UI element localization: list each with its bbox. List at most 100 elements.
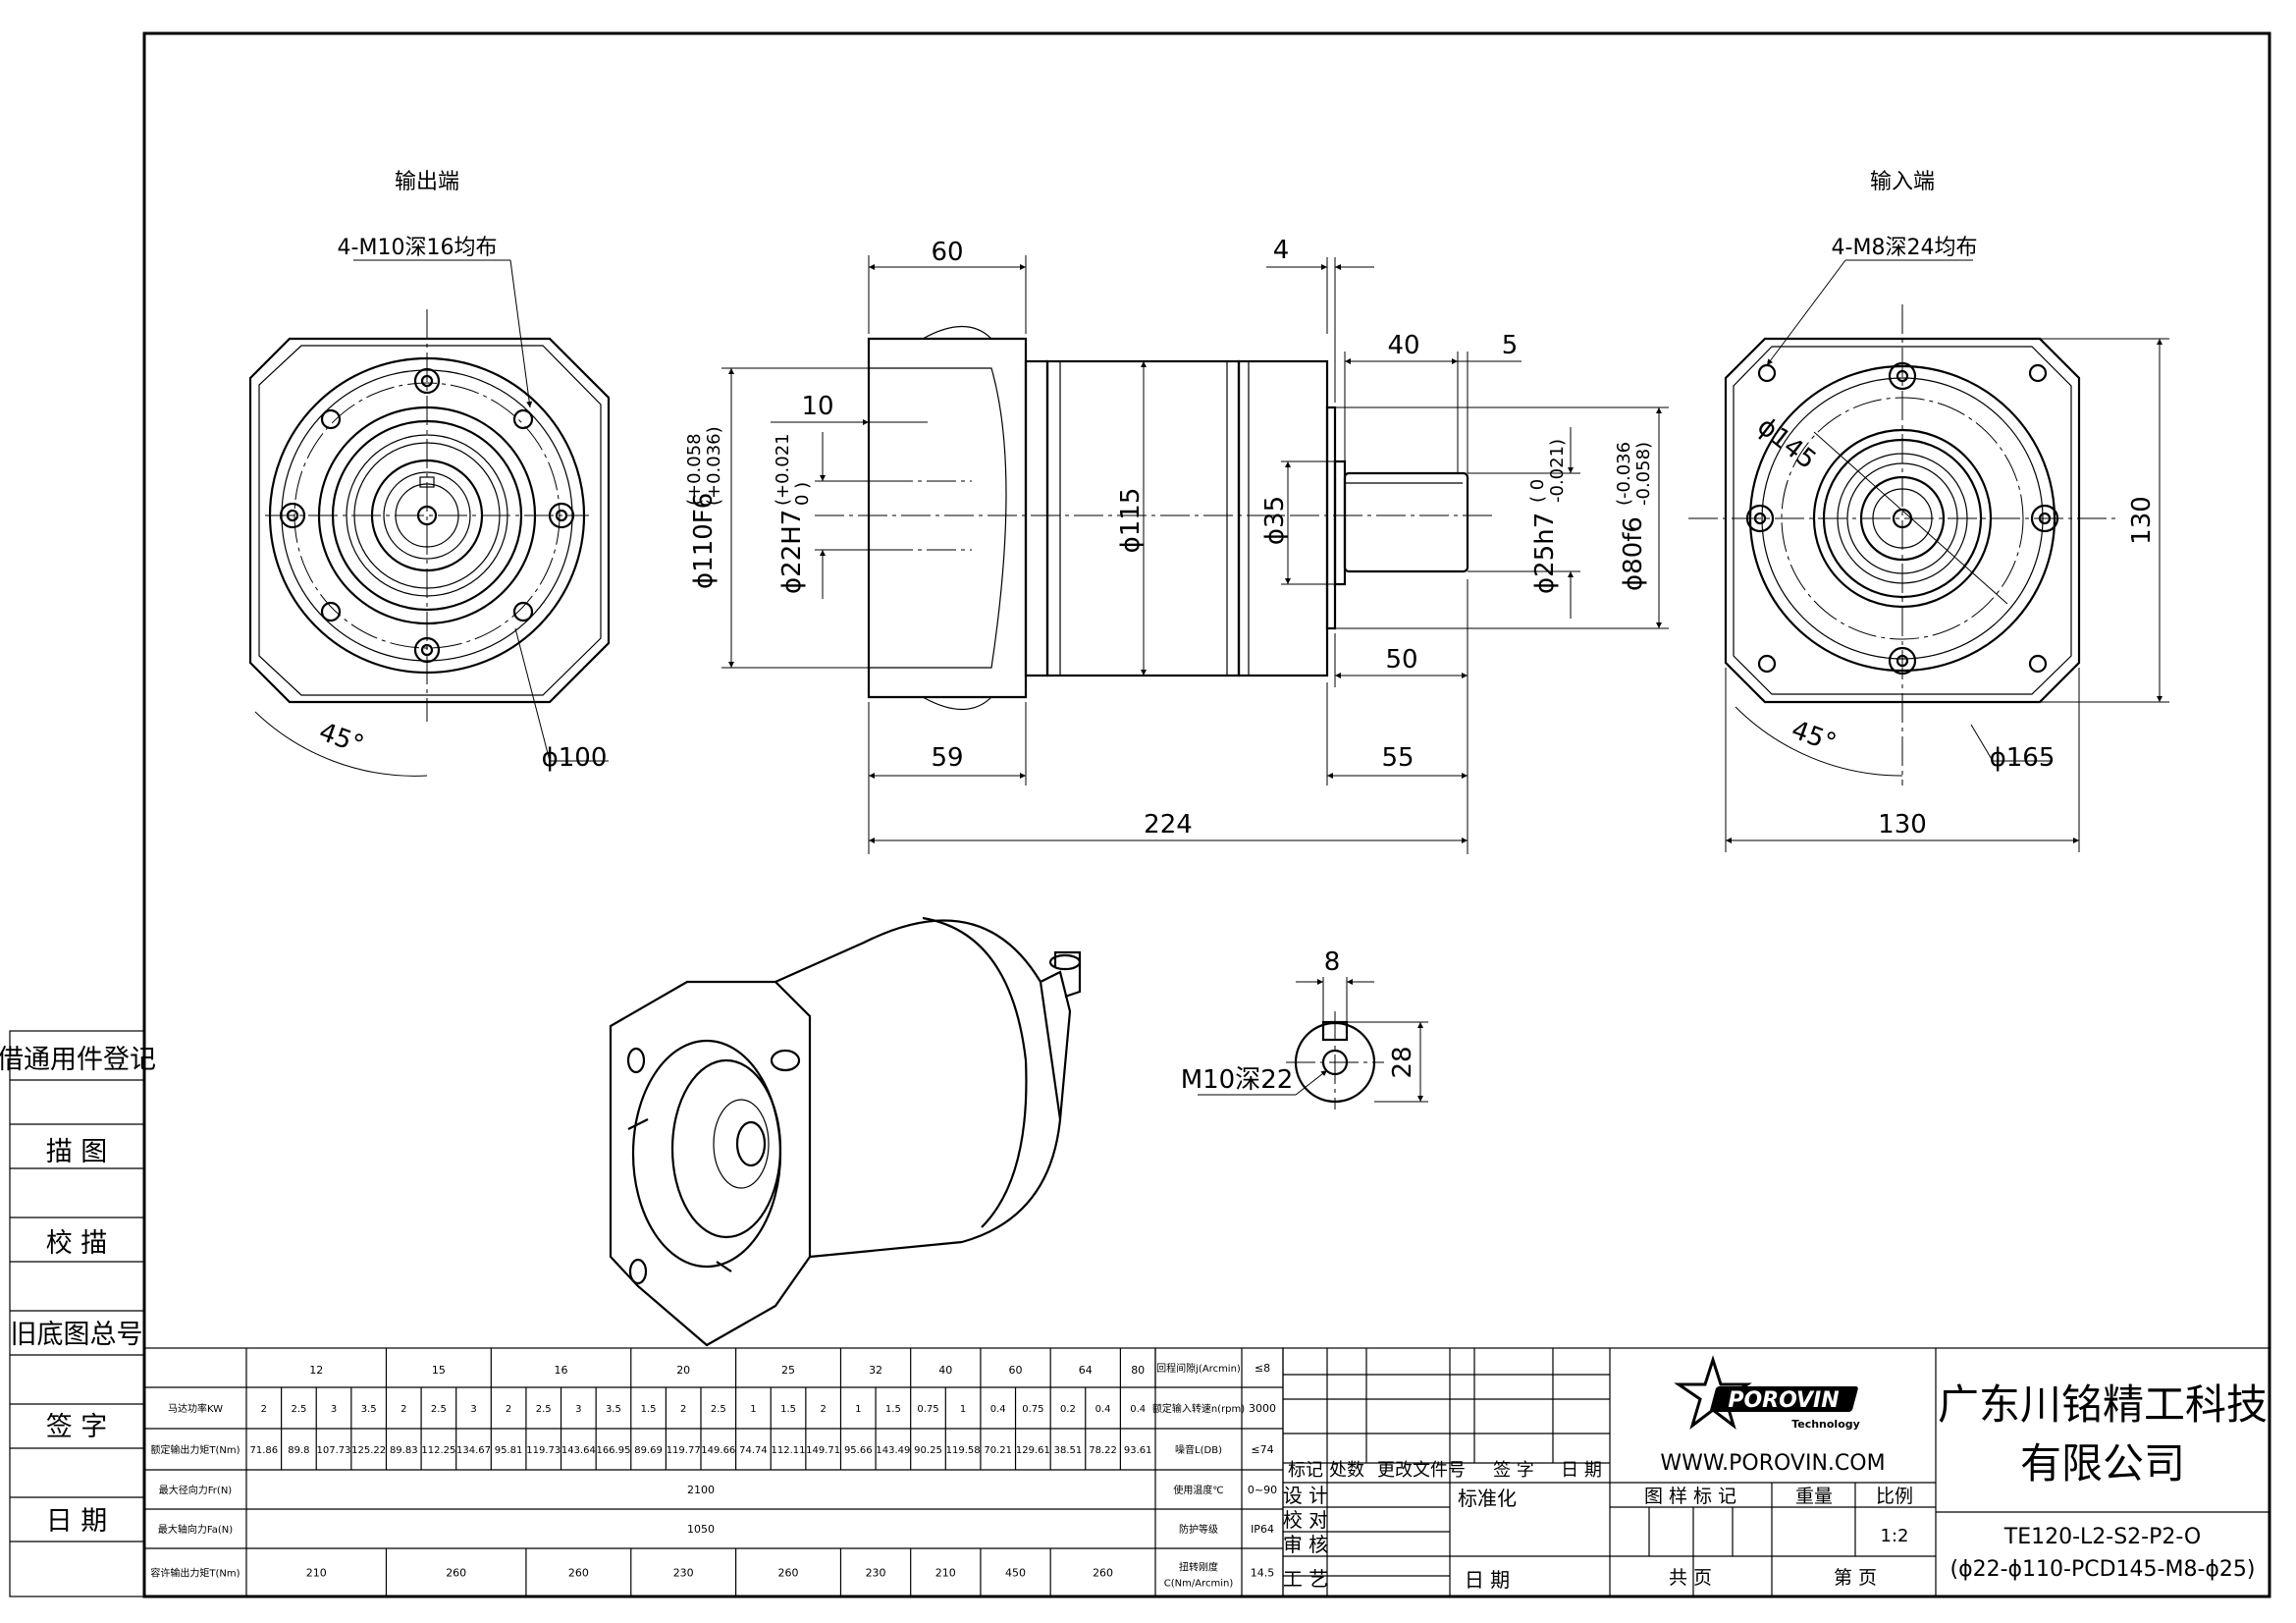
role-label: 校 对	[1283, 1508, 1328, 1532]
span-value: 1050	[687, 1523, 715, 1536]
table-cell: 3	[331, 1404, 337, 1415]
param-value: IP64	[1251, 1523, 1274, 1536]
ratio-header: 15	[432, 1364, 446, 1377]
sheet-total: 共 页	[1669, 1567, 1712, 1589]
table-cell: 1	[960, 1404, 966, 1415]
dim-22-tol: (+0.021	[773, 433, 793, 506]
website: WWW.POROVIN.COM	[1660, 1451, 1885, 1476]
date-label: 日 期	[1465, 1568, 1510, 1592]
table-cell: 2	[506, 1404, 511, 1415]
table-cell: 260	[446, 1567, 466, 1580]
table-cell: 1	[750, 1404, 756, 1415]
table-cell: 119.73	[526, 1445, 561, 1456]
title-block: 标记 处数 更改文件号 签 字 日 期 设 计 校 对 审 核 工 艺 标准化 …	[1282, 1347, 2270, 1597]
role-label: 审 核	[1283, 1533, 1328, 1556]
dim-110f6: ϕ110F6	[689, 493, 719, 589]
param-label: 额定输入转速n(rpm)	[1152, 1402, 1245, 1415]
table-cell: 149.66	[701, 1445, 735, 1456]
table-cell: 95.81	[495, 1445, 523, 1456]
dim-25-tol: ( 0	[1527, 479, 1548, 503]
ratio-header: 12	[309, 1364, 323, 1377]
side-view: 60 4 40 5 10 ϕ110F6 (+0.058 (+0.036) ϕ22…	[684, 236, 1669, 854]
dim-40: 40	[1387, 331, 1419, 360]
mark-header: 重量	[1795, 1486, 1833, 1507]
logo-text: POROVIN	[1728, 1388, 1839, 1413]
row-label: 容许输出力矩T(Nm)	[150, 1567, 240, 1580]
dim-80f6: ϕ80f6	[1619, 516, 1648, 591]
model-line2: (ϕ22-ϕ110-PCD145-M8-ϕ25)	[1950, 1557, 2256, 1582]
keyway-section: 8 28 M10深22	[1181, 947, 1428, 1109]
table-cell: 70.21	[984, 1445, 1012, 1456]
dim-35: ϕ35	[1260, 496, 1290, 545]
dia-100: ϕ100	[542, 743, 608, 773]
table-cell: 3	[470, 1404, 476, 1415]
param-value: 0~90	[1248, 1484, 1277, 1496]
dim-55: 55	[1381, 743, 1414, 773]
dim-4: 4	[1273, 236, 1290, 265]
table-cell: 260	[568, 1567, 589, 1580]
table-cell: 93.61	[1124, 1445, 1152, 1456]
rev-header: 更改文件号	[1377, 1460, 1466, 1481]
dim-10: 10	[801, 392, 833, 421]
table-cell: 112.25	[421, 1445, 455, 1456]
table-cell: 74.74	[739, 1445, 768, 1456]
table-cell: 0.75	[1022, 1404, 1043, 1415]
dim-80-tol: -0.058)	[1633, 442, 1654, 506]
table-cell: 0.75	[917, 1404, 938, 1415]
table-cell: 2.5	[431, 1404, 447, 1415]
param-label: 扭转刚度	[1179, 1561, 1218, 1574]
side-label: 校 描	[46, 1228, 108, 1259]
table-cell: 210	[306, 1567, 327, 1580]
std-label: 标准化	[1458, 1487, 1517, 1510]
param-label: 防护等级	[1179, 1523, 1218, 1536]
ratio-header: 60	[1009, 1364, 1023, 1377]
dim-60: 60	[931, 238, 963, 267]
dim-22h7: ϕ22H7	[777, 510, 807, 594]
table-cell: 2	[680, 1404, 686, 1415]
side-label: 日 期	[46, 1506, 108, 1537]
side-panel: 借通用件登记 描 图 校 描 旧底图总号 签 字 日 期	[0, 1030, 156, 1597]
table-cell: 2	[400, 1404, 406, 1415]
side-label: 描 图	[46, 1137, 108, 1167]
table-cell: 0.4	[990, 1404, 1006, 1415]
table-cell: 71.86	[249, 1445, 278, 1456]
table-cell: 143.49	[876, 1445, 910, 1456]
param-label: 噪音L(DB)	[1175, 1443, 1222, 1456]
table-cell: 1.5	[780, 1404, 796, 1415]
output-end-title: 输出端	[395, 170, 459, 194]
bolt-pattern-output: 4-M10深16均布	[338, 236, 498, 260]
table-cell: 0.2	[1060, 1404, 1076, 1415]
table-cell: 0.4	[1095, 1404, 1111, 1415]
dim-110-tol: (+0.036)	[704, 426, 724, 506]
scale-value: 1:2	[1881, 1526, 1909, 1546]
ratio-header: 32	[869, 1364, 882, 1377]
dim-25h7: ϕ25h7	[1530, 513, 1560, 594]
key-depth-28: 28	[1388, 1046, 1417, 1078]
ratio-header: 64	[1079, 1364, 1093, 1377]
table-cell: 1.5	[641, 1404, 657, 1415]
table-cell: 230	[673, 1567, 694, 1580]
mark-header: 比例	[1876, 1486, 1913, 1507]
table-cell: 125.22	[351, 1445, 386, 1456]
table-cell: 260	[1093, 1567, 1113, 1580]
role-label: 工 艺	[1283, 1567, 1328, 1591]
rev-header: 处数	[1329, 1460, 1364, 1481]
model-line1: TE120-L2-S2-P2-O	[2003, 1525, 2202, 1549]
side-label: 签 字	[46, 1412, 108, 1442]
sheet-num: 第 页	[1834, 1567, 1877, 1589]
rev-header: 标记	[1288, 1460, 1323, 1481]
dim-22-tol: 0 )	[792, 482, 813, 506]
logo-subtext: Technology	[1791, 1418, 1860, 1431]
rev-header: 签 字	[1493, 1460, 1534, 1481]
key-width-8: 8	[1324, 947, 1341, 977]
dim-130-horizontal: 130	[1878, 810, 1927, 839]
side-label: 旧底图总号	[11, 1320, 143, 1350]
table-cell: 2.5	[291, 1404, 306, 1415]
table-cell: 149.71	[806, 1445, 840, 1456]
param-value: 3000	[1249, 1402, 1276, 1415]
param-value: ≤74	[1251, 1443, 1273, 1456]
param-value: ≤8	[1255, 1362, 1270, 1375]
row-label: 额定输出力矩T(Nm)	[150, 1443, 240, 1456]
table-cell: 230	[866, 1567, 886, 1580]
